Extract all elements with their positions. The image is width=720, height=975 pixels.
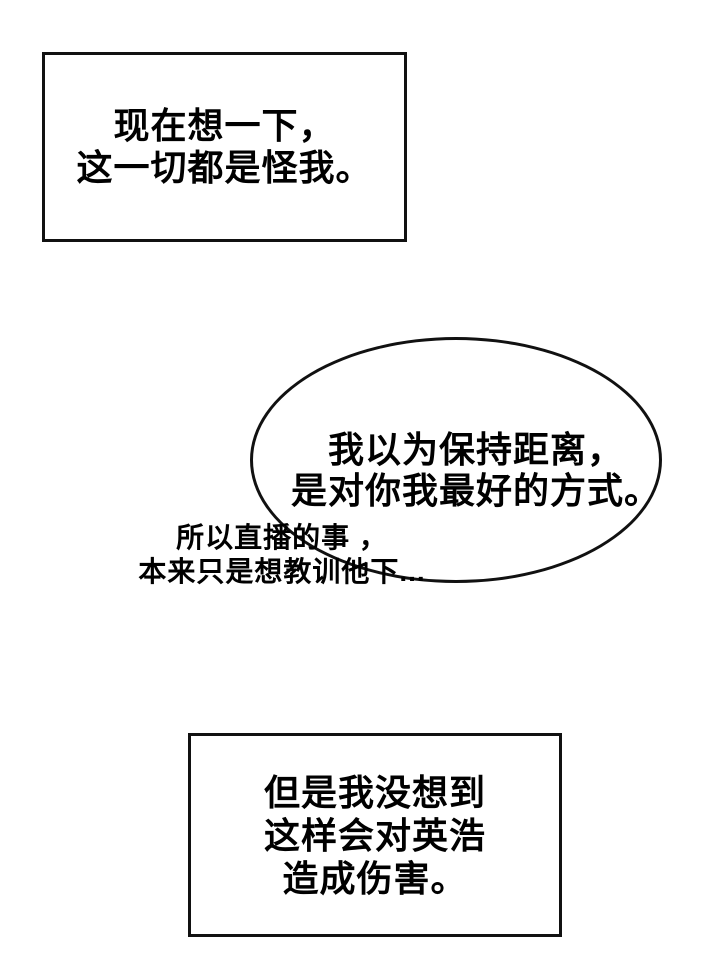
handwritten-line-2: 本来只是想教训他下...	[138, 556, 426, 587]
handwritten-aside: 所以直播的事 ， 本来只是想教训他下...	[112, 521, 452, 589]
narration-box-bottom: 但是我没想到 这样会对英浩 造成伤害。	[188, 733, 562, 937]
narration-top-line-1: 现在想一下，	[113, 105, 336, 146]
narration-top-line-2: 这一切都是怪我。	[76, 147, 373, 188]
narration-bottom-line-1: 但是我没想到	[263, 771, 486, 813]
handwritten-line-1: 所以直播的事 ，	[176, 522, 388, 553]
narration-bottom-text: 但是我没想到 这样会对英浩 造成伤害。	[264, 771, 486, 900]
speech-bubble: 我以为保持距离， 是对你我最好的方式。	[250, 337, 662, 583]
speech-bubble-line-1: 我以为保持距离，	[327, 429, 625, 470]
narration-bottom-line-2: 这样会对英浩	[263, 814, 486, 856]
narration-box-top: 现在想一下， 这一切都是怪我。	[42, 52, 407, 242]
narration-bottom-line-3: 造成伤害。	[282, 857, 468, 899]
speech-bubble-text: 我以为保持距离， 是对你我最好的方式。	[291, 429, 661, 511]
speech-bubble-line-2: 是对你我最好的方式。	[290, 470, 662, 511]
narration-top-text: 现在想一下， 这一切都是怪我。	[76, 105, 372, 189]
